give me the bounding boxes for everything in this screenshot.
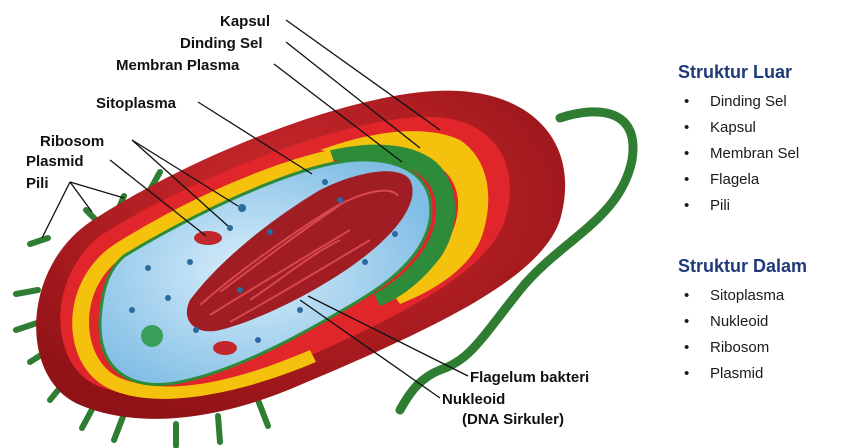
struktur-luar-title: Struktur Luar <box>678 62 851 83</box>
label-dinding-sel: Dinding Sel <box>180 35 263 52</box>
granule <box>141 325 163 347</box>
list-item-label: Ribosom <box>710 339 769 356</box>
bullet-icon: • <box>684 141 689 167</box>
label-pili: Pili <box>26 175 49 192</box>
list-item: • Ribosom <box>678 335 851 361</box>
bullet-icon: • <box>684 361 689 387</box>
bullet-icon: • <box>684 167 689 193</box>
list-item-label: Kapsul <box>710 119 756 136</box>
struktur-dalam-title: Struktur Dalam <box>678 256 851 277</box>
label-plasmid: Plasmid <box>26 153 84 170</box>
label-nukleoid: Nukleoid <box>442 391 505 408</box>
bacteria-cell-diagram: Kapsul Dinding Sel Membran Plasma Sitopl… <box>0 0 660 448</box>
list-item-label: Flagela <box>710 171 759 188</box>
list-item: • Flagela <box>678 167 851 193</box>
struktur-luar-panel: Struktur Luar • Dinding Sel • Kapsul • Memb… <box>678 62 851 219</box>
bullet-icon: • <box>684 193 689 219</box>
struktur-dalam-list: • Sitoplasma • Nukleoid • Ribosom • Plasmid <box>678 283 851 387</box>
list-item-label: Plasmid <box>710 365 763 382</box>
list-item-label: Dinding Sel <box>710 93 787 110</box>
label-kapsul: Kapsul <box>220 13 270 30</box>
list-item: • Pili <box>678 193 851 219</box>
struktur-luar-list: • Dinding Sel • Kapsul • Membran Sel • Flage… <box>678 89 851 219</box>
bullet-icon: • <box>684 309 689 335</box>
label-ribosom: Ribosom <box>40 133 104 150</box>
bullet-icon: • <box>684 335 689 361</box>
list-item: • Sitoplasma <box>678 283 851 309</box>
list-item-label: Sitoplasma <box>710 287 784 304</box>
list-item-label: Nukleoid <box>710 313 768 330</box>
struktur-dalam-panel: Struktur Dalam • Sitoplasma • Nukleoid • Ri… <box>678 256 851 387</box>
label-sitoplasma: Sitoplasma <box>96 95 177 112</box>
label-flagelum: Flagelum bakteri <box>470 369 589 386</box>
list-item: • Kapsul <box>678 115 851 141</box>
bullet-icon: • <box>684 283 689 309</box>
label-membran-plasma: Membran Plasma <box>116 57 240 74</box>
label-dna-sirkuler: (DNA Sirkuler) <box>462 411 564 428</box>
list-item: • Nukleoid <box>678 309 851 335</box>
bullet-icon: • <box>684 115 689 141</box>
list-item: • Membran Sel <box>678 141 851 167</box>
list-item-label: Pili <box>710 197 730 214</box>
list-item-label: Membran Sel <box>710 145 799 162</box>
list-item: • Plasmid <box>678 361 851 387</box>
list-item: • Dinding Sel <box>678 89 851 115</box>
bullet-icon: • <box>684 89 689 115</box>
